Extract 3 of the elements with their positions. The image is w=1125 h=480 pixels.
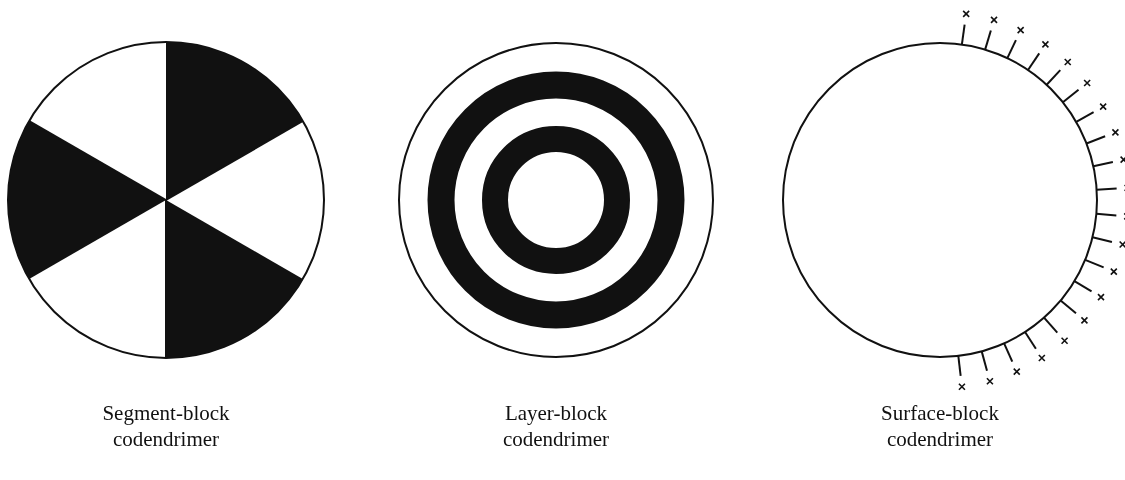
- caption: Layer-block codendrimer: [501, 400, 611, 452]
- caption: Surface-block codendrimer: [880, 400, 1000, 452]
- caption: Segment-block codendrimer: [101, 400, 231, 452]
